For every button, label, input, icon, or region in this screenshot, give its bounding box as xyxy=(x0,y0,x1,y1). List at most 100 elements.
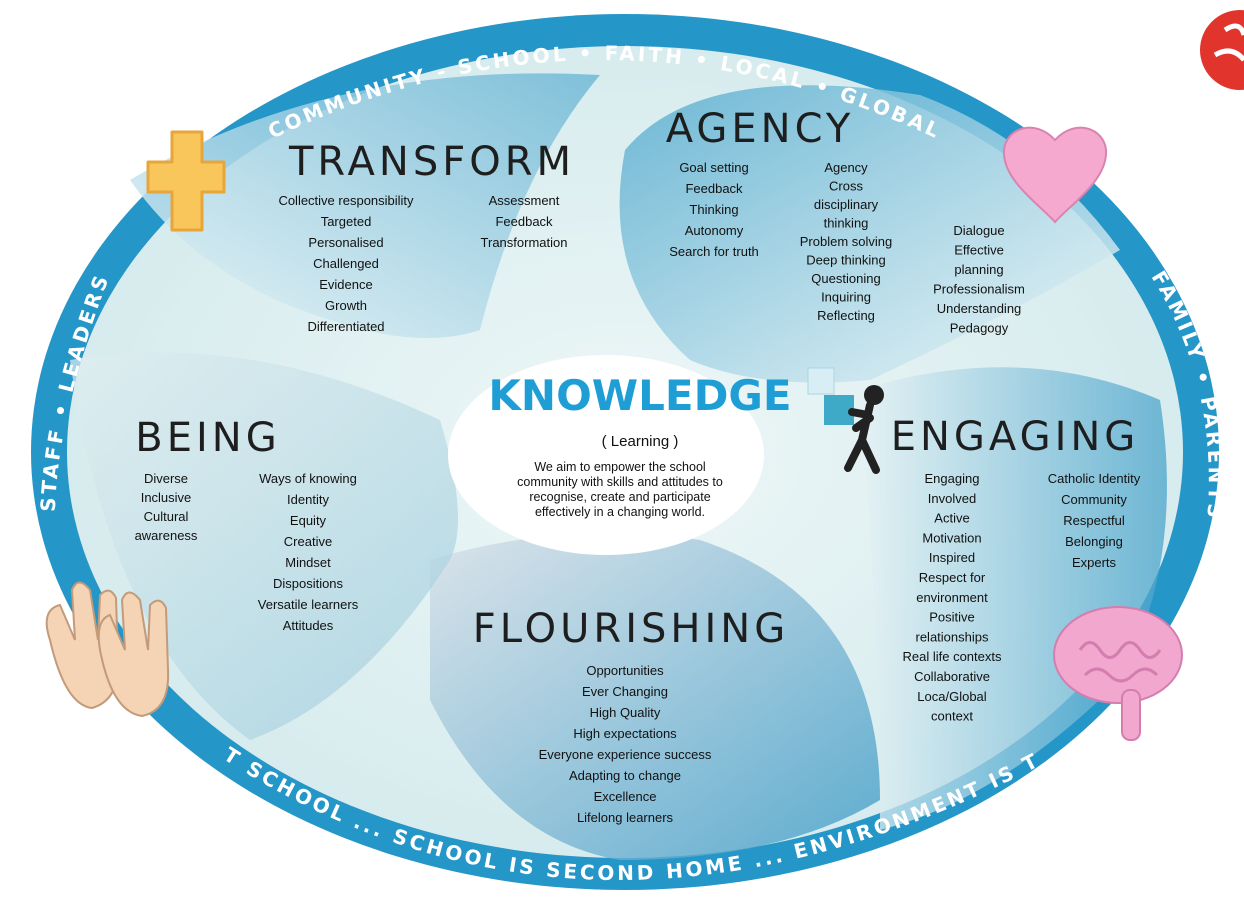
list-item: Feedback xyxy=(685,181,743,196)
list-item: Challenged xyxy=(313,256,379,271)
list-item: Experts xyxy=(1072,555,1117,570)
list-item: Agency xyxy=(824,160,868,175)
list-item: Assessment xyxy=(489,193,560,208)
agency-petal xyxy=(619,85,1120,383)
list-item: effectively in a changing world. xyxy=(535,505,705,519)
list-item: Cultural xyxy=(144,509,189,524)
list-item: Transformation xyxy=(481,235,568,250)
list-item: Dialogue xyxy=(953,223,1004,238)
logo-icon xyxy=(1200,10,1244,90)
transform-list-col1: Collective responsibilityTargetedPersona… xyxy=(278,193,414,334)
list-item: Professionalism xyxy=(933,282,1025,297)
list-item: relationships xyxy=(916,629,989,644)
cross-icon xyxy=(146,130,226,232)
list-item: Inquiring xyxy=(821,290,871,305)
list-item: Belonging xyxy=(1065,534,1123,549)
list-item: Inclusive xyxy=(141,490,192,505)
list-item: High Quality xyxy=(590,705,661,720)
list-item: Collaborative xyxy=(914,669,990,684)
list-item: Respectful xyxy=(1063,513,1125,528)
brain-icon xyxy=(1053,606,1183,741)
list-item: Collective responsibility xyxy=(278,193,414,208)
list-item: disciplinary xyxy=(814,197,879,212)
transform-title: TRANSFORM xyxy=(288,139,575,185)
list-item: Understanding xyxy=(937,301,1022,316)
agency-list-col1: Goal settingFeedbackThinkingAutonomySear… xyxy=(669,160,759,259)
list-item: Problem solving xyxy=(800,234,893,249)
list-item: Targeted xyxy=(321,214,372,229)
list-item: Evidence xyxy=(319,277,372,292)
engaging-list-col1: EngagingInvolvedActiveMotivationInspired… xyxy=(903,471,1002,724)
list-item: Adapting to change xyxy=(569,768,681,783)
list-item: Inspired xyxy=(929,550,975,565)
list-item: Respect for xyxy=(919,570,986,585)
list-item: thinking xyxy=(824,216,869,231)
list-item: High expectations xyxy=(573,726,677,741)
list-item: Diverse xyxy=(144,471,188,486)
list-item: Real life contexts xyxy=(903,649,1002,664)
center-title: KNOWLEDGE xyxy=(488,371,791,420)
list-item: Engaging xyxy=(925,471,980,486)
list-item: Ways of knowing xyxy=(259,471,357,486)
list-item: Loca/Global xyxy=(917,689,986,704)
list-item: environment xyxy=(916,590,988,605)
list-item: Pedagogy xyxy=(950,321,1009,336)
list-item: community with skills and attitudes to xyxy=(517,475,723,489)
agency-title: AGENCY xyxy=(666,106,855,152)
list-item: Catholic Identity xyxy=(1048,471,1141,486)
list-item: Differentiated xyxy=(307,319,384,334)
list-item: Community xyxy=(1061,492,1127,507)
engaging-title: ENGAGING xyxy=(891,414,1140,460)
transform-petal xyxy=(130,73,600,338)
center-subtitle: ( Learning ) xyxy=(602,433,679,450)
engaging-list-col2: Catholic IdentityCommunityRespectfulBelo… xyxy=(1048,471,1141,570)
list-item: Involved xyxy=(928,491,976,506)
list-item: Questioning xyxy=(811,271,880,286)
list-item: Attitudes xyxy=(283,618,334,633)
list-item: We aim to empower the school xyxy=(534,460,705,474)
list-item: Ever Changing xyxy=(582,684,668,699)
list-item: Versatile learners xyxy=(258,597,359,612)
list-item: planning xyxy=(954,262,1003,277)
list-item: Personalised xyxy=(308,235,383,250)
list-item: Goal setting xyxy=(679,160,748,175)
list-item: Positive xyxy=(929,610,975,625)
list-item: context xyxy=(931,709,973,724)
list-item: Thinking xyxy=(689,202,738,217)
swirl-petals xyxy=(70,73,1167,860)
list-item: Everyone experience success xyxy=(539,747,712,762)
list-item: Effective xyxy=(954,243,1004,258)
flourishing-petal xyxy=(430,533,880,860)
list-item: Cross xyxy=(829,179,863,194)
heart-icon xyxy=(1002,126,1108,224)
list-item: Motivation xyxy=(922,530,981,545)
list-item: Dispositions xyxy=(273,576,344,591)
list-item: Feedback xyxy=(495,214,553,229)
flourishing-title: FLOURISHING xyxy=(473,606,789,652)
being-list-col2: Ways of knowingIdentityEquityCreativeMin… xyxy=(258,471,359,633)
list-item: Mindset xyxy=(285,555,331,570)
list-item: Deep thinking xyxy=(806,253,886,268)
list-item: Active xyxy=(934,511,969,526)
hands-icon xyxy=(45,581,170,718)
list-item: Opportunities xyxy=(586,663,664,678)
puzzle-figure-icon xyxy=(807,367,884,474)
engaging-petal xyxy=(860,367,1167,830)
center-oval xyxy=(448,355,764,555)
list-item: Reflecting xyxy=(817,308,875,323)
list-item: Growth xyxy=(325,298,367,313)
list-item: Lifelong learners xyxy=(577,810,674,825)
list-item: Creative xyxy=(284,534,332,549)
list-item: awareness xyxy=(135,528,198,543)
list-item: Excellence xyxy=(594,789,657,804)
list-item: Autonomy xyxy=(685,223,744,238)
list-item: Search for truth xyxy=(669,244,759,259)
list-item: Equity xyxy=(290,513,327,528)
list-item: Identity xyxy=(287,492,329,507)
